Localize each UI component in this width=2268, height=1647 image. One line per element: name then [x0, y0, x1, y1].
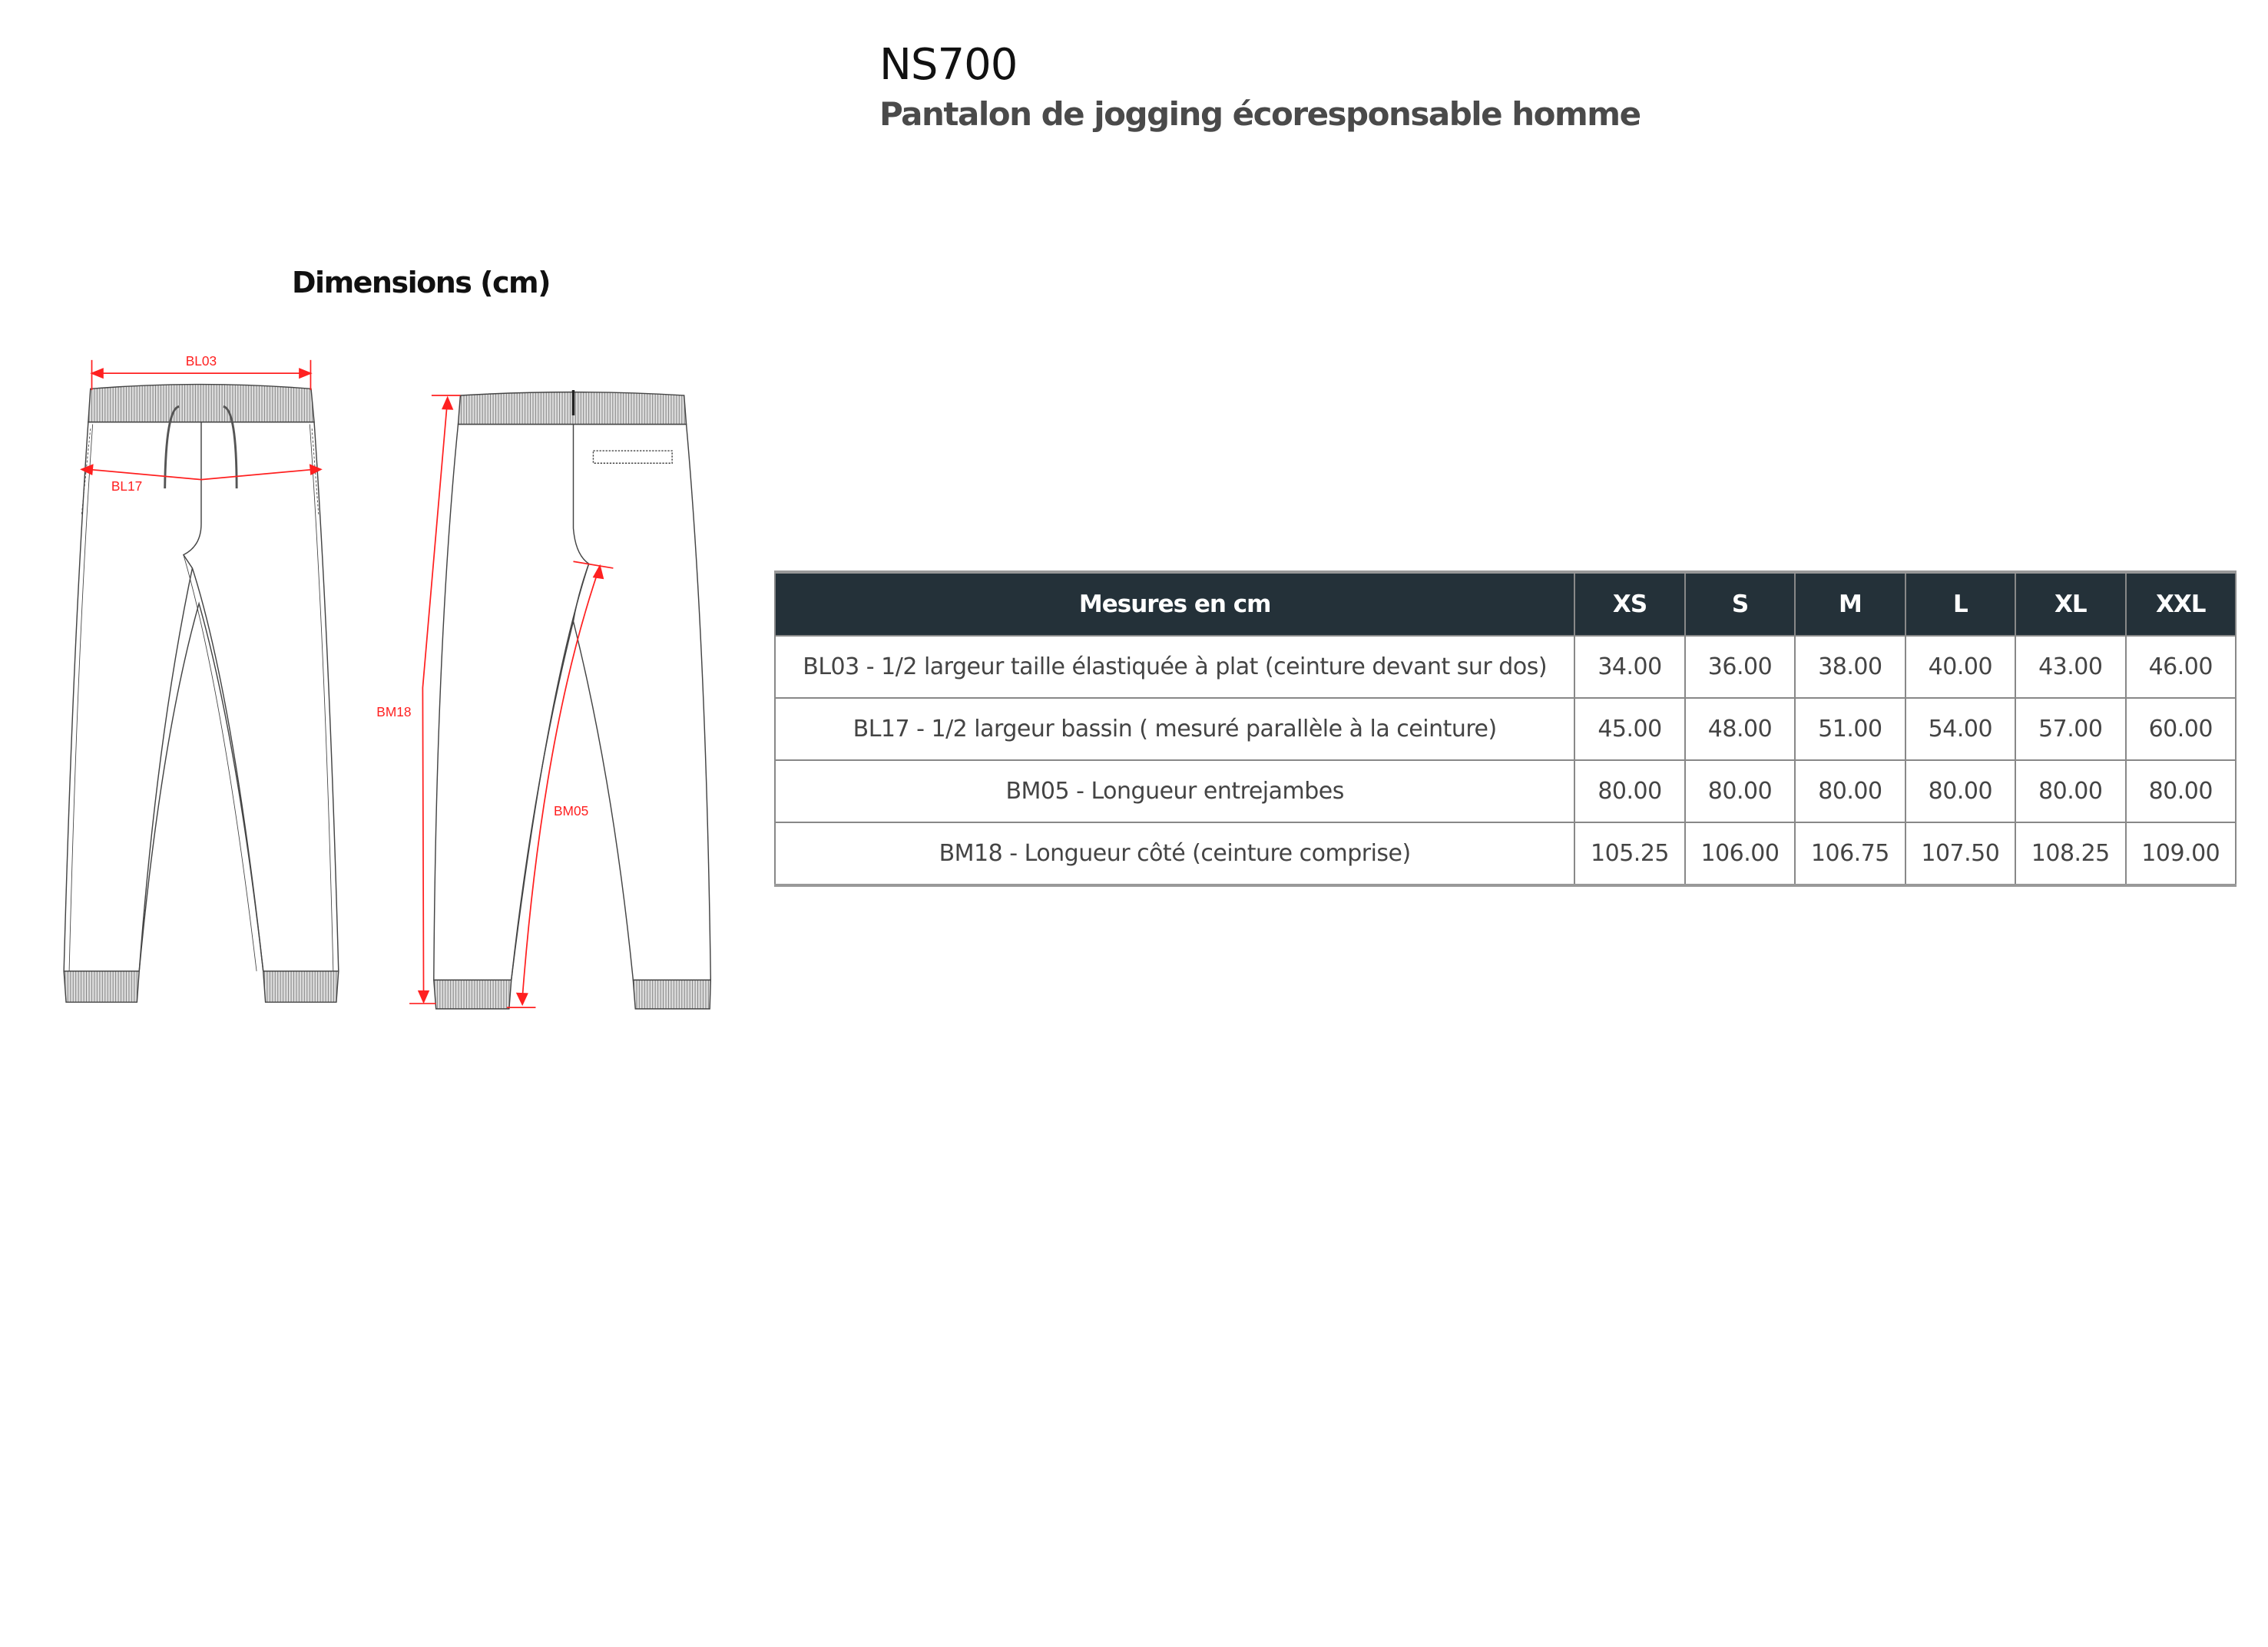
back-pocket	[592, 450, 673, 464]
measure-label: BL03 - 1/2 largeur taille élastiquée à p…	[773, 635, 1576, 699]
back-view	[433, 390, 712, 1010]
measure-value: 38.00	[1794, 635, 1906, 699]
product-name: Pantalon de jogging écoresponsable homme	[879, 95, 1641, 133]
measure-value: 40.00	[1904, 635, 2017, 699]
label-bm05: BM05	[554, 803, 588, 819]
measure-value: 108.25	[2015, 822, 2127, 886]
pants-technical-drawing: BL03 BL17 BM18 BM05	[63, 353, 712, 1010]
product-code: NS700	[879, 40, 1018, 90]
column-header-size: S	[1684, 571, 1796, 637]
measure-value: 57.00	[2015, 697, 2127, 761]
measure-value: 36.00	[1684, 635, 1796, 699]
measure-value: 46.00	[2124, 635, 2237, 699]
measurement-lines	[80, 359, 614, 1008]
measure-value: 106.00	[1684, 822, 1796, 886]
measure-value: 80.00	[1684, 759, 1796, 823]
table-row: BL17 - 1/2 largeur bassin ( mesuré paral…	[773, 697, 2237, 761]
table-header-row: Mesures en cm XS S M L XL XXL	[773, 571, 2237, 637]
measure-value: 45.00	[1574, 697, 1686, 761]
measure-value: 106.75	[1794, 822, 1906, 886]
measure-value: 34.00	[1574, 635, 1686, 699]
column-header-measures: Mesures en cm	[773, 571, 1576, 637]
column-header-size: L	[1904, 571, 2017, 637]
measure-value: 54.00	[1904, 697, 2017, 761]
measure-value: 109.00	[2124, 822, 2237, 886]
column-header-size: XXL	[2124, 571, 2237, 637]
column-header-size: XL	[2015, 571, 2127, 637]
measure-value: 80.00	[1904, 759, 2017, 823]
measure-value: 80.00	[1794, 759, 1906, 823]
table-row: BM18 - Longueur côté (ceinture comprise)…	[773, 822, 2237, 886]
column-header-size: XS	[1574, 571, 1686, 637]
table-row: BL03 - 1/2 largeur taille élastiquée à p…	[773, 635, 2237, 699]
measure-value: 48.00	[1684, 697, 1796, 761]
measure-value: 80.00	[2124, 759, 2237, 823]
measure-value: 107.50	[1904, 822, 2017, 886]
measure-label: BM18 - Longueur côté (ceinture comprise)	[773, 822, 1576, 886]
measure-label: BL17 - 1/2 largeur bassin ( mesuré paral…	[773, 697, 1576, 761]
front-view	[63, 383, 339, 1003]
column-header-size: M	[1794, 571, 1906, 637]
measure-label: BM05 - Longueur entrejambes	[773, 759, 1576, 823]
label-bl17: BL17	[111, 478, 142, 494]
measure-value: 43.00	[2015, 635, 2127, 699]
measure-value: 80.00	[2015, 759, 2127, 823]
measure-value: 51.00	[1794, 697, 1906, 761]
measure-value: 80.00	[1574, 759, 1686, 823]
label-bm18: BM18	[376, 704, 411, 719]
dimensions-heading: Dimensions (cm)	[292, 266, 551, 299]
label-bl03: BL03	[186, 353, 217, 369]
measure-value: 105.25	[1574, 822, 1686, 886]
size-chart-table: Mesures en cm XS S M L XL XXL BL03 - 1/2…	[773, 570, 2237, 887]
measure-value: 60.00	[2124, 697, 2237, 761]
